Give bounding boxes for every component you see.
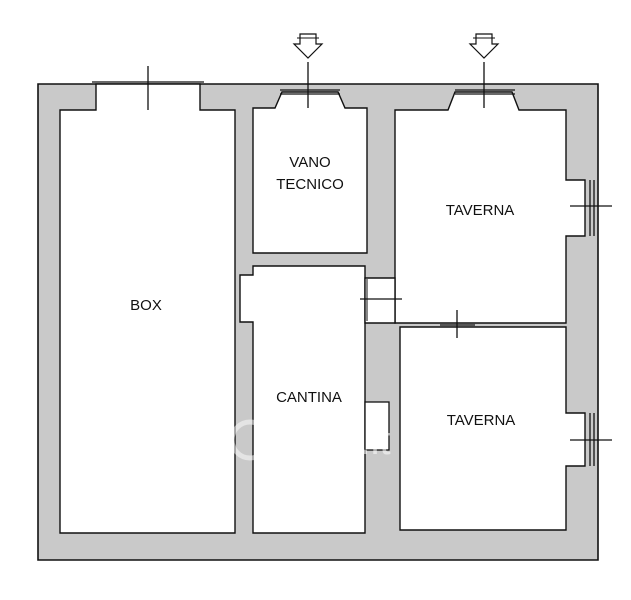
label-vano-line2: TECNICO xyxy=(276,176,344,193)
watermark-text: casa.it xyxy=(275,419,391,463)
cantina-niche xyxy=(364,401,390,451)
room-box xyxy=(59,83,236,534)
label-cantina: CANTINA xyxy=(276,389,342,406)
entry-arrow-taverna-icon xyxy=(468,33,500,59)
watermark-logo-icon xyxy=(229,419,271,461)
label-vano-line1: VANO xyxy=(289,154,330,171)
room-taverna-upper xyxy=(394,91,586,324)
label-taverna-lower: TAVERNA xyxy=(447,412,516,429)
room-taverna-lower xyxy=(399,326,586,531)
entry-arrow-vano-icon xyxy=(292,33,324,59)
passage-corridor xyxy=(364,277,396,324)
room-vano-tecnico xyxy=(252,91,368,254)
room-cantina xyxy=(239,265,366,534)
label-taverna-upper: TAVERNA xyxy=(446,202,515,219)
label-box: BOX xyxy=(130,297,162,314)
